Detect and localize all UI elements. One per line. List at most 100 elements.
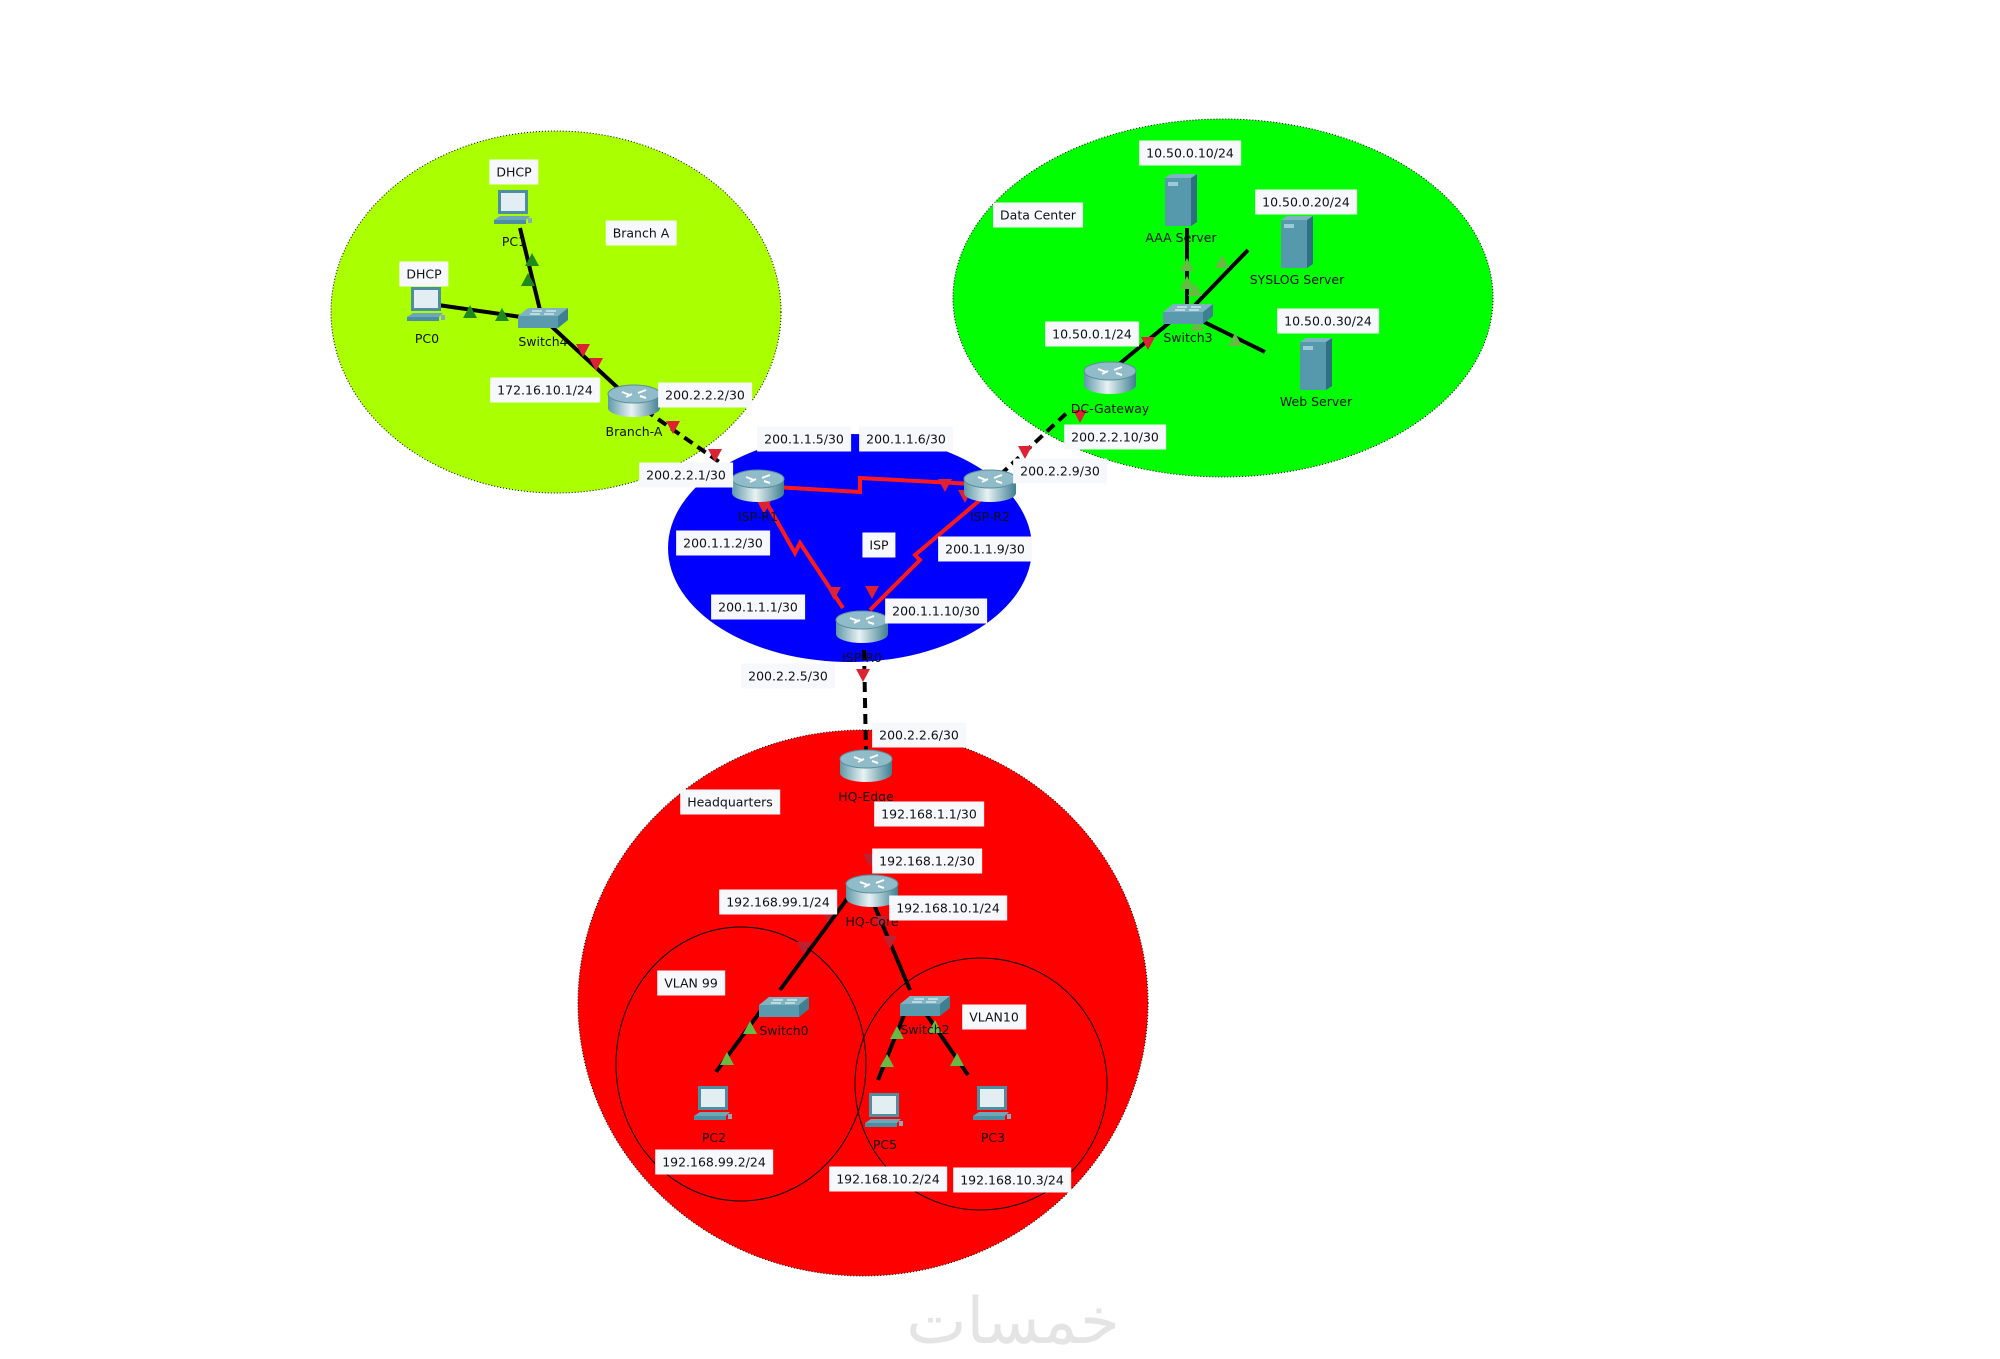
area-data-center <box>952 118 1494 478</box>
link-down-triangle-icon <box>873 916 887 929</box>
pc-icon <box>865 1093 903 1127</box>
device-label: HQ-Edge <box>838 789 894 804</box>
device-pc2[interactable]: PC2 <box>694 1086 732 1145</box>
link-switch2-pc5[interactable] <box>876 1004 910 1081</box>
device-label: ISP-R1 <box>738 509 778 524</box>
device-label: AAA Server <box>1145 230 1217 245</box>
router-icon <box>1083 361 1137 395</box>
area-label-vlan99: VLAN 99 <box>657 970 725 996</box>
device-switch0[interactable]: Switch0 <box>758 996 810 1038</box>
device-pc1[interactable]: PC1 <box>494 190 532 249</box>
device-branch-a[interactable]: Branch-A <box>606 384 663 439</box>
links <box>437 227 1266 1081</box>
isp-r0-r2-address: 200.1.1.10/30 <box>885 598 987 624</box>
device-label: ISP-R2 <box>970 509 1010 524</box>
link-up-triangle-icon <box>525 253 539 266</box>
switch-icon <box>517 307 569 329</box>
device-label: Web Server <box>1280 394 1353 409</box>
hq-edge-wan-address: 200.2.2.6/30 <box>872 722 966 748</box>
link-switch3-syslog[interactable] <box>1193 248 1250 307</box>
link-up-triangle-icon <box>1180 258 1194 271</box>
device-label: PC2 <box>702 1130 726 1145</box>
device-isp-r2[interactable]: ISP-R2 <box>963 469 1017 524</box>
branch-lan-address: 172.16.10.1/24 <box>490 377 600 403</box>
device-label: Switch4 <box>518 334 567 349</box>
link-up-triangle-icon <box>1215 255 1229 268</box>
link-down-triangle-icon <box>797 942 811 955</box>
area-label-data-center: Data Center <box>993 202 1083 228</box>
pc2-address-label: 192.168.99.2/24 <box>655 1149 773 1175</box>
link-switch4-branch[interactable] <box>548 323 620 390</box>
device-label: SYSLOG Server <box>1250 272 1345 287</box>
link-down-triangle-icon <box>883 936 897 949</box>
device-dc-gateway[interactable]: DC-Gateway <box>1071 361 1150 416</box>
device-syslog-server[interactable]: SYSLOG Server <box>1250 216 1345 287</box>
link-up-triangle-icon <box>1190 318 1204 331</box>
device-isp-r1[interactable]: ISP-R1 <box>731 469 785 524</box>
link-up-triangle-icon <box>928 1020 942 1033</box>
device-switch3[interactable]: Switch3 <box>1162 303 1214 345</box>
link-up-triangle-icon <box>720 1052 734 1065</box>
dc-lan-address: 10.50.0.1/24 <box>1045 321 1139 347</box>
link-down-triangle-icon <box>865 586 879 599</box>
device-pc3[interactable]: PC3 <box>973 1086 1011 1145</box>
isp-r1-r2-address: 200.1.1.5/30 <box>757 426 851 452</box>
link-down-triangle-icon <box>938 479 952 492</box>
hq-core-vlan10-address: 192.168.10.1/24 <box>889 895 1007 921</box>
watermark-logo: خمسات <box>906 1285 1120 1359</box>
device-hq-edge[interactable]: HQ-Edge <box>838 749 894 804</box>
pc-icon <box>694 1086 732 1120</box>
server-icon <box>1281 216 1313 268</box>
area-label-isp: ISP <box>862 532 896 558</box>
link-up-triangle-icon <box>463 305 477 318</box>
web-address-label: 10.50.0.30/24 <box>1277 308 1379 334</box>
isp-r0-r1-address: 200.1.1.1/30 <box>711 594 805 620</box>
device-label: PC5 <box>873 1137 897 1152</box>
link-up-triangle-icon <box>950 1053 964 1066</box>
link-pc0-switch4[interactable] <box>437 303 529 320</box>
device-web-server[interactable]: Web Server <box>1280 338 1353 409</box>
switch-icon <box>758 996 810 1018</box>
link-isp-r0-hq-edge[interactable] <box>862 649 868 753</box>
pc0-address-label: DHCP <box>399 261 449 287</box>
device-label: Branch-A <box>606 424 663 439</box>
link-up-triangle-icon <box>1180 276 1194 289</box>
link-up-triangle-icon <box>890 1026 904 1039</box>
link-down-triangle-icon <box>757 501 771 514</box>
link-hq-core-switch0[interactable] <box>778 893 852 992</box>
device-hq-core[interactable]: HQ-Core <box>845 874 899 929</box>
area-vlan99 <box>615 926 867 1202</box>
link-isp-r1-r2[interactable] <box>774 475 974 495</box>
device-label: PC1 <box>502 234 526 249</box>
device-isp-r0[interactable]: ISP-R0 <box>835 610 889 665</box>
pc-icon <box>407 287 445 321</box>
link-down-triangle-icon <box>827 587 841 600</box>
server-icon <box>1300 338 1332 390</box>
link-down-triangle-icon <box>856 669 870 682</box>
link-down-triangle-icon <box>1073 410 1087 423</box>
switch-icon <box>899 995 951 1017</box>
device-label: PC0 <box>415 331 439 346</box>
pc1-address-label: DHCP <box>489 159 539 185</box>
link-pc1-switch4[interactable] <box>518 227 542 311</box>
branch-wan-address: 200.2.2.2/30 <box>658 382 752 408</box>
pc3-address-label: 192.168.10.3/24 <box>953 1167 1071 1193</box>
device-label: Switch3 <box>1163 330 1212 345</box>
isp-links <box>763 475 982 612</box>
device-switch4[interactable]: Switch4 <box>517 307 569 349</box>
device-aaa-server[interactable]: AAA Server <box>1145 174 1218 245</box>
device-switch2[interactable]: Switch2 <box>899 995 951 1037</box>
link-switch3-web[interactable] <box>1199 318 1266 354</box>
device-label: ISP-R0 <box>842 650 882 665</box>
link-status-markers <box>463 253 1242 1067</box>
area-label-vlan10: VLAN10 <box>962 1004 1026 1030</box>
link-isp-r2-r0[interactable] <box>868 498 982 612</box>
router-icon <box>839 749 893 783</box>
link-isp-r1-r0[interactable] <box>763 499 845 610</box>
device-label: DC-Gateway <box>1071 401 1150 416</box>
pc5-address-label: 192.168.10.2/24 <box>829 1166 947 1192</box>
device-pc5[interactable]: PC5 <box>865 1093 903 1152</box>
hq-core-up-address: 192.168.1.2/30 <box>872 848 982 874</box>
device-pc0[interactable]: PC0 <box>407 287 445 346</box>
device-label: Switch0 <box>759 1023 808 1038</box>
